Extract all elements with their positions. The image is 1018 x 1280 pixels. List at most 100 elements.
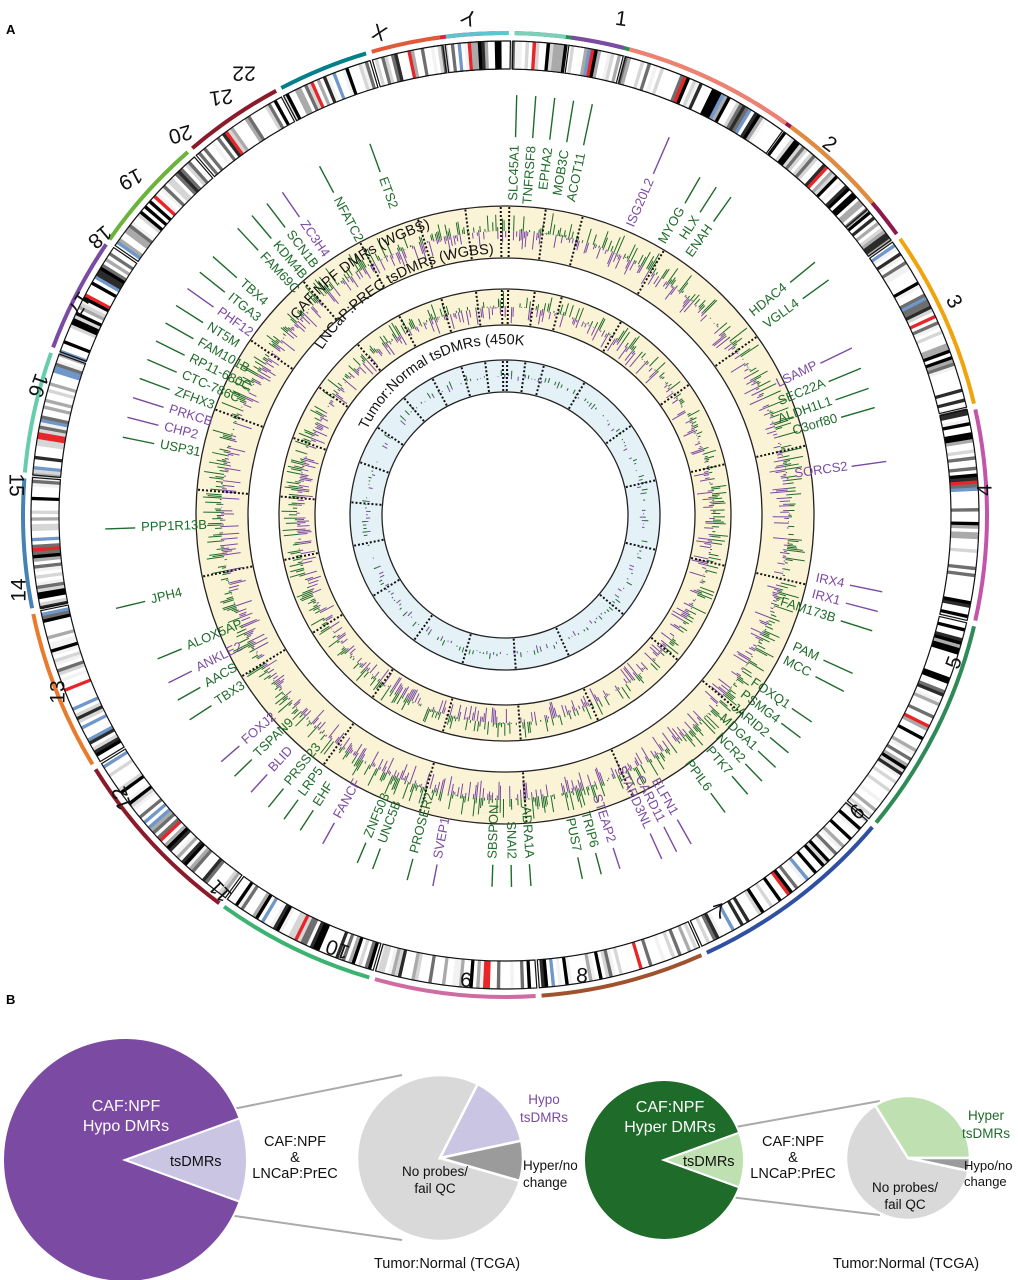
dmr-bar-hyper <box>712 534 729 537</box>
dmr-bar-hyper <box>290 461 304 466</box>
chromosome-boundary <box>431 378 448 406</box>
dmr-bar-hypo <box>365 359 377 372</box>
ideogram-band <box>36 438 65 447</box>
dmr-bar-hypo <box>394 338 399 343</box>
dmr-bar-hypo <box>772 537 789 540</box>
dmr-bar-hyper <box>760 638 764 642</box>
dmr-bar-hyper <box>669 640 675 645</box>
dmr-bar-hypo <box>769 610 773 613</box>
dmr-bar-hyper <box>562 311 565 316</box>
ideogram-band <box>927 655 955 669</box>
dmr-bar-hyper <box>393 778 399 790</box>
dmr-bar-hypo <box>658 375 661 378</box>
ideogram-band <box>97 269 124 287</box>
ideogram-band <box>837 809 862 831</box>
dmr-bar-hyper <box>704 716 707 718</box>
dmr-bar-hyper <box>436 636 440 641</box>
dmr-bar-hyper <box>686 614 694 620</box>
dmr-bar-hyper <box>749 658 751 660</box>
dmr-bar-hyper <box>391 777 398 791</box>
dmr-bar-hypo <box>703 474 710 477</box>
ideogram-band <box>140 800 165 822</box>
ideogram-band <box>191 849 213 873</box>
dmr-bar-hypo <box>645 372 658 384</box>
dmr-bar-hyper <box>420 401 423 404</box>
dmr-bar-hyper <box>680 400 685 405</box>
dmr-bar-hyper <box>683 620 690 625</box>
ideogram-band <box>303 84 320 112</box>
dmr-bar-hyper <box>690 294 696 301</box>
ideogram-band <box>467 42 474 71</box>
ideogram-band <box>52 368 81 381</box>
ideogram-band <box>36 584 66 593</box>
ideogram-band <box>615 946 627 975</box>
dmr-bar-hyper <box>271 340 278 346</box>
dmr-bar-hypo <box>305 570 318 575</box>
dmr-bar-hypo <box>685 608 690 612</box>
dmr-bar-hyper <box>612 777 615 779</box>
dmr-bar-hypo <box>662 732 672 746</box>
ideogram-band <box>63 678 92 692</box>
chromosome-boundary <box>701 680 742 714</box>
gene-tick-ppp1r13b <box>105 527 136 530</box>
dmr-bar-hypo <box>450 386 453 390</box>
dmr-bar-hypo <box>453 235 456 245</box>
chromosome-boundary <box>605 425 632 445</box>
dmr-bar-hyper <box>755 647 774 658</box>
ideogram-band <box>604 53 615 82</box>
ideogram-band <box>855 221 880 242</box>
dmr-bar-hypo <box>303 464 316 469</box>
dmr-bar-hyper <box>783 455 804 461</box>
ideogram-band <box>35 448 64 457</box>
dmr-bar-hyper <box>578 307 584 321</box>
dmr-bar-hyper <box>367 768 378 786</box>
dmr-bar-hyper <box>572 389 576 395</box>
dmr-bar-hypo <box>405 331 408 334</box>
ideogram-band <box>178 838 201 862</box>
dmr-bar-hypo <box>341 282 343 284</box>
dmr-bar-hyper <box>529 301 531 309</box>
dmr-bar-hyper <box>446 715 451 725</box>
dmr-bar-hyper <box>749 367 757 372</box>
dmr-bar-hypo <box>298 488 310 491</box>
ideogram-band <box>940 411 969 422</box>
gene-tick-phf12 <box>187 287 214 308</box>
dmr-bar-hyper <box>424 708 431 723</box>
dmr-bar-hyper <box>782 574 786 577</box>
dmr-bar-hyper <box>215 475 224 479</box>
ideogram-band <box>69 690 97 705</box>
dmr-bar-hypo <box>350 374 355 379</box>
dmr-bar-hypo <box>636 265 642 274</box>
ideogram-band <box>40 418 69 428</box>
dmr-bar-hyper <box>350 654 352 656</box>
ideogram-band <box>765 875 785 901</box>
dmr-bar-hyper <box>613 601 616 604</box>
dmr-bar-hypo <box>411 689 418 702</box>
ideogram-band <box>80 713 108 730</box>
dmr-bar-hyper <box>251 379 255 382</box>
ideogram-band <box>626 59 639 87</box>
dmr-bar-hypo <box>303 713 306 716</box>
ideogram-band <box>263 898 281 925</box>
dmr-bar-hyper <box>272 343 277 347</box>
right-small-pie-no-probes <box>844 1103 971 1222</box>
dmr-bar-hyper <box>633 350 635 353</box>
dmr-bar-hypo <box>703 470 709 473</box>
dmr-bar-hypo <box>445 237 448 241</box>
ideogram-band <box>41 411 70 422</box>
dmr-bar-hyper <box>384 434 390 439</box>
dmr-bar-hypo <box>250 640 254 643</box>
dmr-bar-hypo <box>731 670 739 677</box>
dmr-bar-hypo <box>483 713 486 722</box>
ideogram-band <box>33 558 62 566</box>
ideogram-band <box>461 959 469 988</box>
dmr-bar-hyper <box>653 756 656 759</box>
dmr-bar-hypo <box>650 272 654 277</box>
dmr-bar-hypo <box>460 783 464 796</box>
ideogram-band <box>811 170 834 194</box>
dmr-bar-hyper <box>361 354 367 361</box>
dmr-bar-hypo <box>608 335 612 340</box>
ideogram-band <box>833 194 858 217</box>
dmr-bar-hyper <box>557 381 561 387</box>
dmr-bar-hyper <box>319 731 322 734</box>
